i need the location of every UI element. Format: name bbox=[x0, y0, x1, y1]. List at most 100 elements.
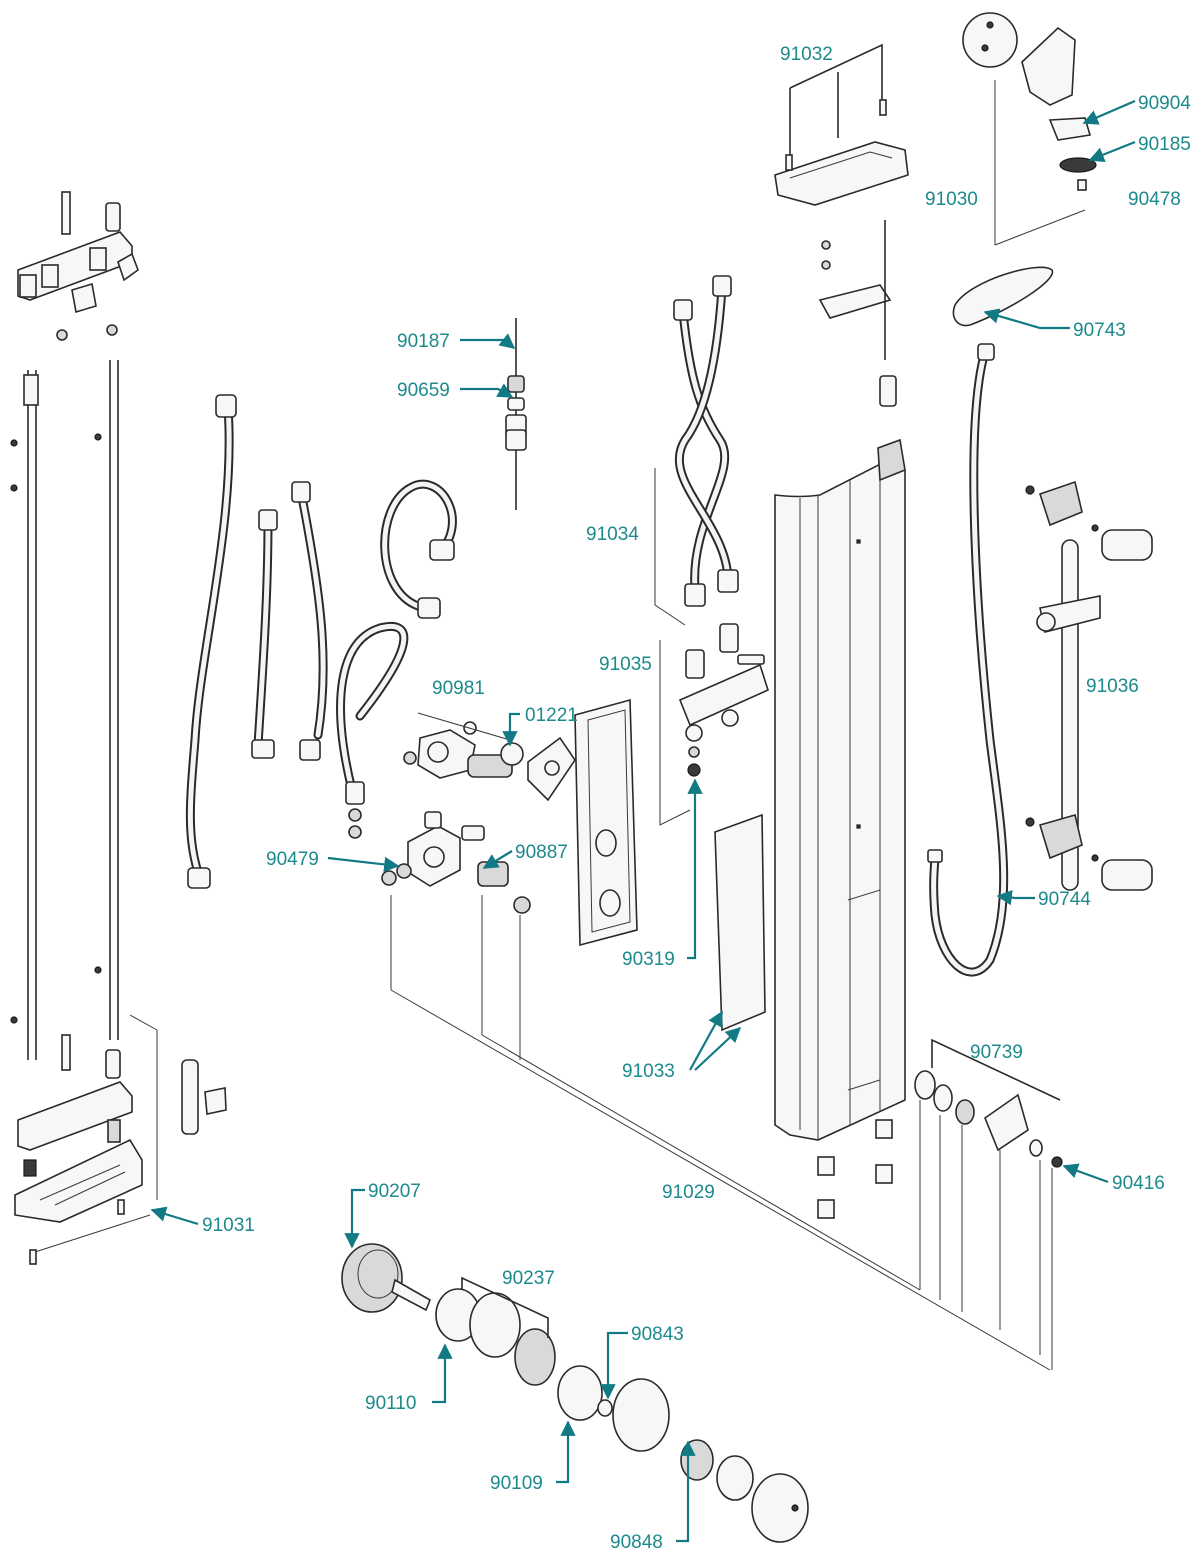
label-91031: 91031 bbox=[202, 1215, 255, 1236]
bracket-block bbox=[879, 375, 897, 407]
rail-bracket-top bbox=[1038, 480, 1083, 527]
hose-fitting bbox=[215, 394, 237, 418]
thermostat-cartridge bbox=[341, 1243, 809, 1543]
mount-screw bbox=[981, 44, 989, 52]
label-91029: 91029 bbox=[662, 1182, 715, 1203]
leader-91033b bbox=[694, 1026, 742, 1071]
top-pin bbox=[61, 191, 71, 235]
housing-bore bbox=[427, 741, 449, 763]
guide-lines bbox=[390, 468, 1051, 1371]
label-91030: 91030 bbox=[925, 189, 978, 210]
ref-line bbox=[461, 1276, 549, 1338]
leader-90319 bbox=[687, 778, 703, 960]
ref-line bbox=[654, 468, 686, 626]
washer bbox=[721, 709, 739, 727]
column-top-cap bbox=[877, 438, 906, 482]
screw bbox=[94, 966, 102, 974]
control-knob bbox=[751, 1473, 809, 1543]
plate-hole-bottom bbox=[599, 889, 621, 917]
leaders bbox=[150, 99, 1136, 1543]
rail-end-cap bbox=[1101, 529, 1153, 561]
washer bbox=[716, 1455, 754, 1501]
top-clamp bbox=[117, 252, 139, 282]
leader-90848 bbox=[676, 1440, 696, 1543]
face-plate bbox=[574, 698, 638, 947]
screw bbox=[879, 99, 887, 116]
label-90479: 90479 bbox=[266, 849, 319, 870]
top-cap bbox=[774, 43, 909, 206]
bracket-clip-right bbox=[89, 247, 107, 271]
hose-fitting bbox=[345, 781, 365, 805]
seal-90479 bbox=[381, 870, 397, 886]
top-block bbox=[71, 282, 97, 314]
o-ring bbox=[403, 751, 417, 765]
hose-fitting bbox=[717, 569, 739, 593]
washer bbox=[348, 808, 362, 822]
leader-90187 bbox=[460, 333, 516, 349]
label-90187: 90187 bbox=[397, 331, 450, 352]
cartridge-stem bbox=[391, 1278, 432, 1312]
hose-fitting bbox=[673, 299, 693, 321]
label-91033: 91033 bbox=[622, 1061, 675, 1082]
rod-cap bbox=[23, 374, 39, 406]
cartridge-90887 bbox=[477, 861, 509, 887]
leader-90743 bbox=[983, 308, 1070, 330]
mount-screw bbox=[986, 21, 994, 29]
valve-port bbox=[423, 846, 445, 868]
rail-bracket-bottom bbox=[1038, 813, 1083, 860]
hose-fitting bbox=[291, 481, 311, 503]
screw-guide bbox=[34, 1214, 151, 1253]
screw bbox=[10, 484, 18, 492]
part-labels: 91032 90904 90185 91030 90478 90187 9074… bbox=[202, 44, 1191, 1553]
hose-fitting bbox=[187, 867, 211, 889]
hand-shower-head bbox=[952, 266, 1054, 327]
label-90109: 90109 bbox=[490, 1473, 543, 1494]
leader-90110 bbox=[432, 1343, 453, 1404]
column-window bbox=[847, 889, 881, 1091]
hose-fitting bbox=[977, 343, 995, 361]
ref-line bbox=[931, 1038, 1061, 1101]
screw bbox=[1025, 817, 1035, 827]
label-91036: 91036 bbox=[1086, 676, 1139, 697]
leader-90416 bbox=[1062, 1163, 1109, 1184]
hand-shower bbox=[927, 266, 1054, 977]
spray-disc-90185 bbox=[1059, 157, 1097, 173]
label-90743: 90743 bbox=[1073, 320, 1126, 341]
mixer-valve bbox=[381, 721, 576, 914]
rivet bbox=[856, 539, 861, 544]
label-91035: 91035 bbox=[599, 654, 652, 675]
hose-fitting bbox=[251, 739, 275, 759]
cartridge-housing bbox=[612, 1378, 670, 1452]
hose-fitting bbox=[927, 849, 943, 863]
cartridge-01221 bbox=[467, 754, 513, 778]
top-cap-body bbox=[774, 141, 909, 206]
spring bbox=[107, 1119, 121, 1143]
label-90478: 90478 bbox=[1128, 189, 1181, 210]
ref-line bbox=[659, 640, 691, 826]
leader-90904 bbox=[1082, 99, 1136, 125]
screw-90416 bbox=[1051, 1156, 1063, 1168]
washer bbox=[348, 825, 362, 839]
label-90739: 90739 bbox=[970, 1042, 1023, 1063]
bottom-sleeve bbox=[105, 1049, 121, 1079]
bracket-clip-mid bbox=[41, 264, 59, 288]
seal bbox=[507, 397, 525, 411]
base-screw bbox=[117, 1199, 125, 1215]
leader-90109 bbox=[556, 1420, 576, 1484]
hose-fitting bbox=[429, 539, 455, 561]
screw bbox=[94, 433, 102, 441]
seat-90843 bbox=[597, 1399, 613, 1417]
bypass-clip bbox=[204, 1087, 227, 1115]
screw bbox=[785, 154, 793, 171]
washer bbox=[1029, 1139, 1043, 1157]
screw bbox=[10, 439, 18, 447]
hose-fitting bbox=[712, 275, 732, 297]
label-90110: 90110 bbox=[365, 1393, 416, 1414]
seal bbox=[513, 896, 531, 914]
leader-90185 bbox=[1088, 140, 1136, 163]
cartridge-body-90237 bbox=[469, 1292, 521, 1358]
leader-90207 bbox=[344, 1188, 365, 1249]
bypass-pipe bbox=[181, 1059, 199, 1135]
hose-fitting bbox=[299, 739, 321, 761]
plate-hole-top bbox=[595, 829, 617, 857]
